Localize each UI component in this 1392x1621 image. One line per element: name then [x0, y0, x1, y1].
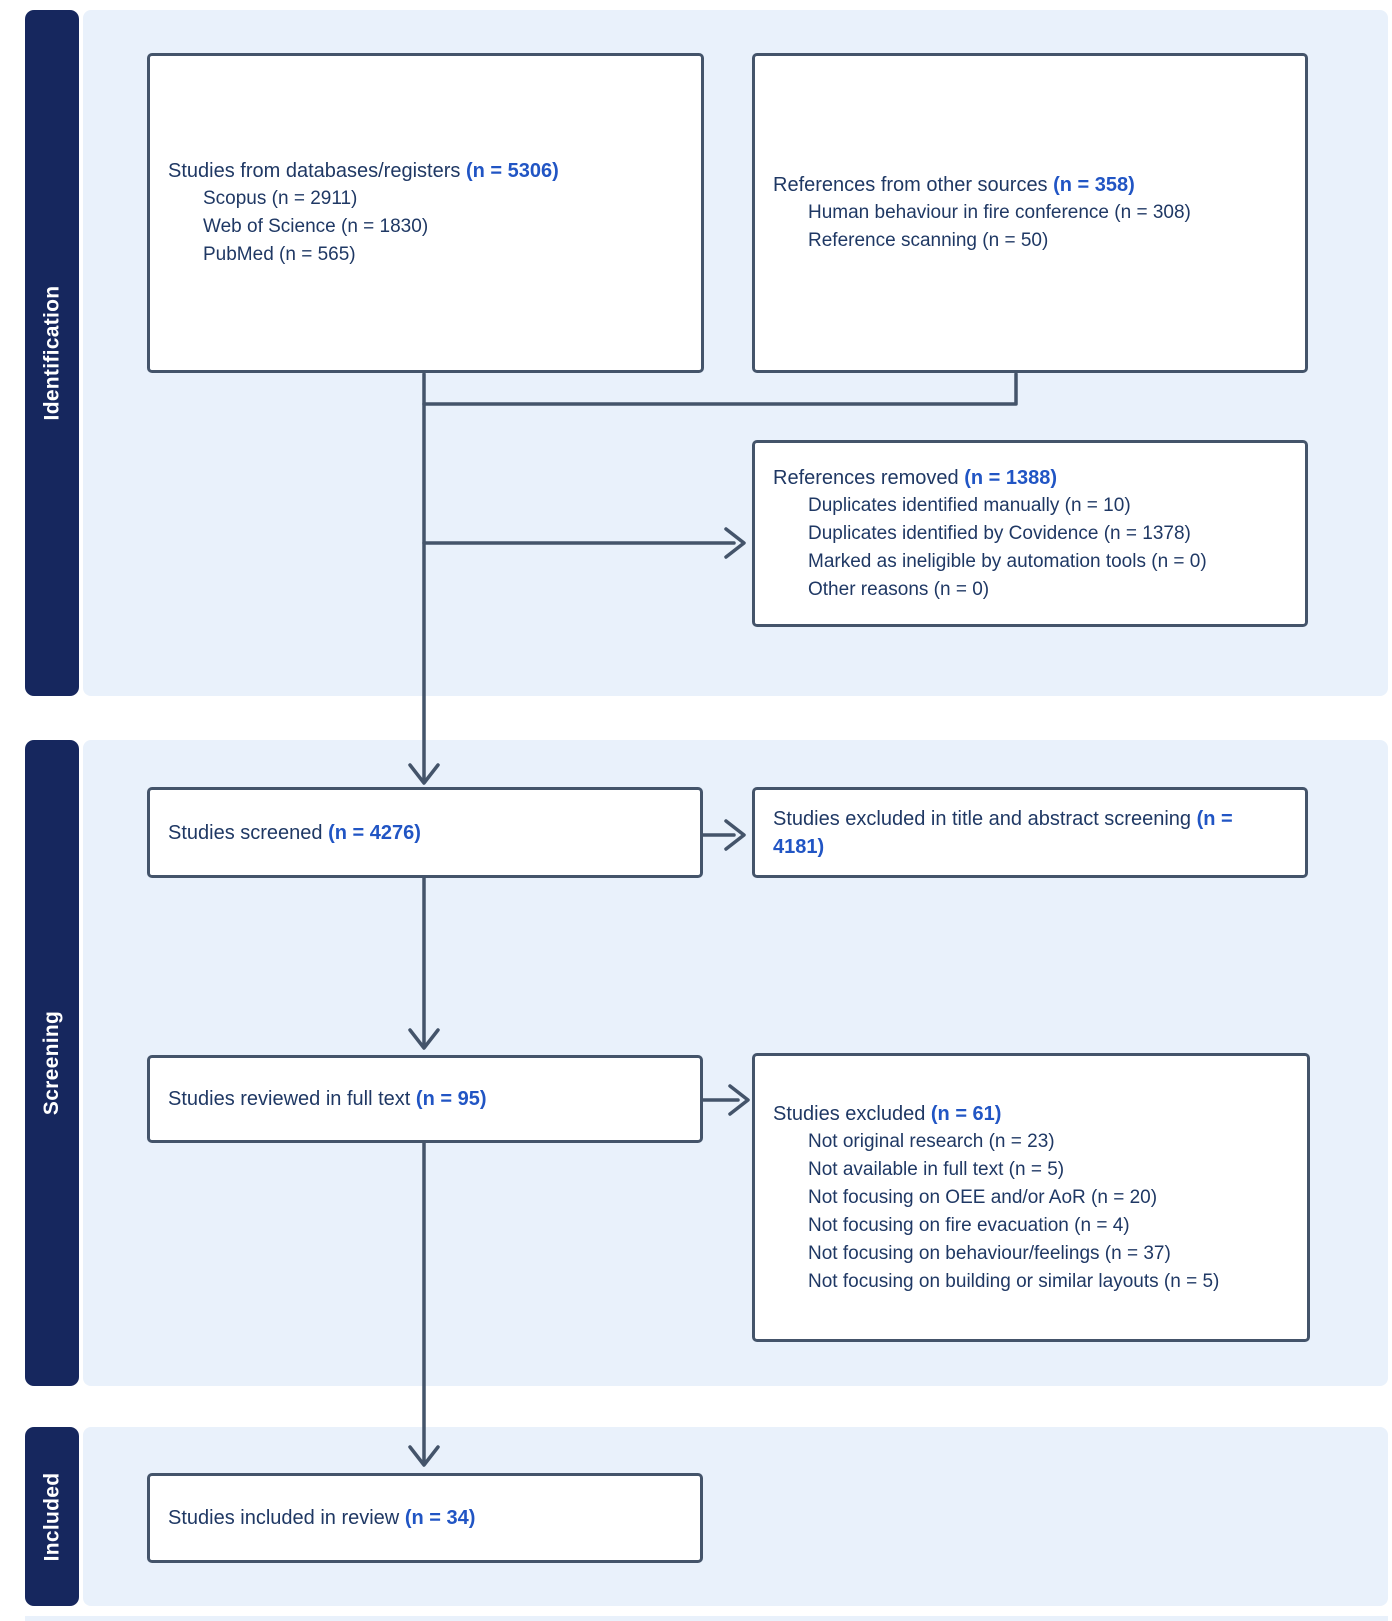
box-title-line: Studies excluded in title and abstract s…: [773, 805, 1287, 861]
box-title: Studies excluded in title and abstract s…: [773, 807, 1192, 830]
list-item: Marked as ineligible by automation tools…: [808, 550, 1207, 572]
list-item: Duplicates identified by Covidence (n = …: [808, 522, 1191, 544]
box-title-line: Studies excluded(n = 61): [773, 1100, 1289, 1128]
list-item: Scopus (n = 2911): [203, 188, 358, 209]
stage-bar-identification: Identification: [25, 10, 79, 696]
stage-bar-screening: Screening: [25, 740, 79, 1386]
list-item: Reference scanning (n = 50): [808, 230, 1049, 251]
box-title-line: Studies from databases/registers(n = 530…: [168, 157, 683, 185]
box-count: (n = 34): [404, 1507, 476, 1529]
box-title-line: Studies screened(n = 4276): [168, 819, 682, 847]
list-item: Not focusing on OEE and/or AoR (n = 20): [808, 1186, 1158, 1208]
box-title-line: References removed(n = 1388): [773, 464, 1287, 492]
list-item: PubMed (n = 565): [203, 244, 356, 265]
box-title: Studies reviewed in full text: [168, 1088, 411, 1110]
box-references-removed: References removed(n = 1388) Duplicates …: [752, 440, 1308, 627]
box-studies-reviewed-full-text: Studies reviewed in full text(n = 95): [147, 1055, 703, 1143]
list-item: Human behaviour in fire conference (n = …: [808, 202, 1191, 223]
box-count: (n = 95): [415, 1088, 487, 1110]
box-studies-from-databases: Studies from databases/registers(n = 530…: [147, 53, 704, 373]
box-count: (n = 1388): [964, 466, 1058, 489]
box-count: (n = 4276): [328, 821, 421, 844]
bottom-edge-strip: [25, 1616, 1388, 1621]
box-title-line: References from other sources(n = 358): [773, 171, 1287, 199]
list-item: Duplicates identified manually (n = 10): [808, 494, 1131, 516]
list-item: Web of Science (n = 1830): [203, 216, 429, 237]
stage-label-screening: Screening: [40, 1010, 64, 1116]
box-title: Studies from databases/registers: [168, 160, 461, 182]
list-item: Not focusing on building or similar layo…: [808, 1270, 1220, 1292]
box-studies-included: Studies included in review(n = 34): [147, 1473, 703, 1563]
box-references-other-sources: References from other sources(n = 358) H…: [752, 53, 1308, 373]
list-item: Not focusing on fire evacuation (n = 4): [808, 1214, 1130, 1236]
list-item: Other reasons (n = 0): [808, 578, 990, 600]
list-item: Not original research (n = 23): [808, 1130, 1055, 1152]
box-count: (n = 61): [930, 1102, 1002, 1125]
box-count: (n = 5306): [465, 160, 559, 182]
stage-bar-included: Included: [25, 1427, 79, 1606]
box-studies-screened: Studies screened(n = 4276): [147, 787, 703, 878]
list-item: Not available in full text (n = 5): [808, 1158, 1065, 1180]
box-count: (n = 358): [1053, 174, 1135, 196]
box-title-line: Studies included in review(n = 34): [168, 1504, 682, 1532]
box-title: References removed: [773, 466, 959, 489]
box-title: Studies excluded: [773, 1102, 926, 1125]
list-item: Not focusing on behaviour/feelings (n = …: [808, 1242, 1171, 1264]
box-title: References from other sources: [773, 174, 1048, 196]
box-studies-excluded-screening: Studies excluded in title and abstract s…: [752, 787, 1308, 878]
stage-label-included: Included: [40, 1472, 63, 1561]
box-title: Studies included in review: [168, 1507, 400, 1529]
box-count: (n = 4181): [773, 807, 1233, 858]
box-title: Studies screened: [168, 821, 323, 844]
box-title-line: Studies reviewed in full text(n = 95): [168, 1085, 682, 1113]
stage-label-identification: Identification: [40, 285, 63, 421]
box-studies-excluded-full-text: Studies excluded(n = 61) Not original re…: [752, 1053, 1310, 1342]
